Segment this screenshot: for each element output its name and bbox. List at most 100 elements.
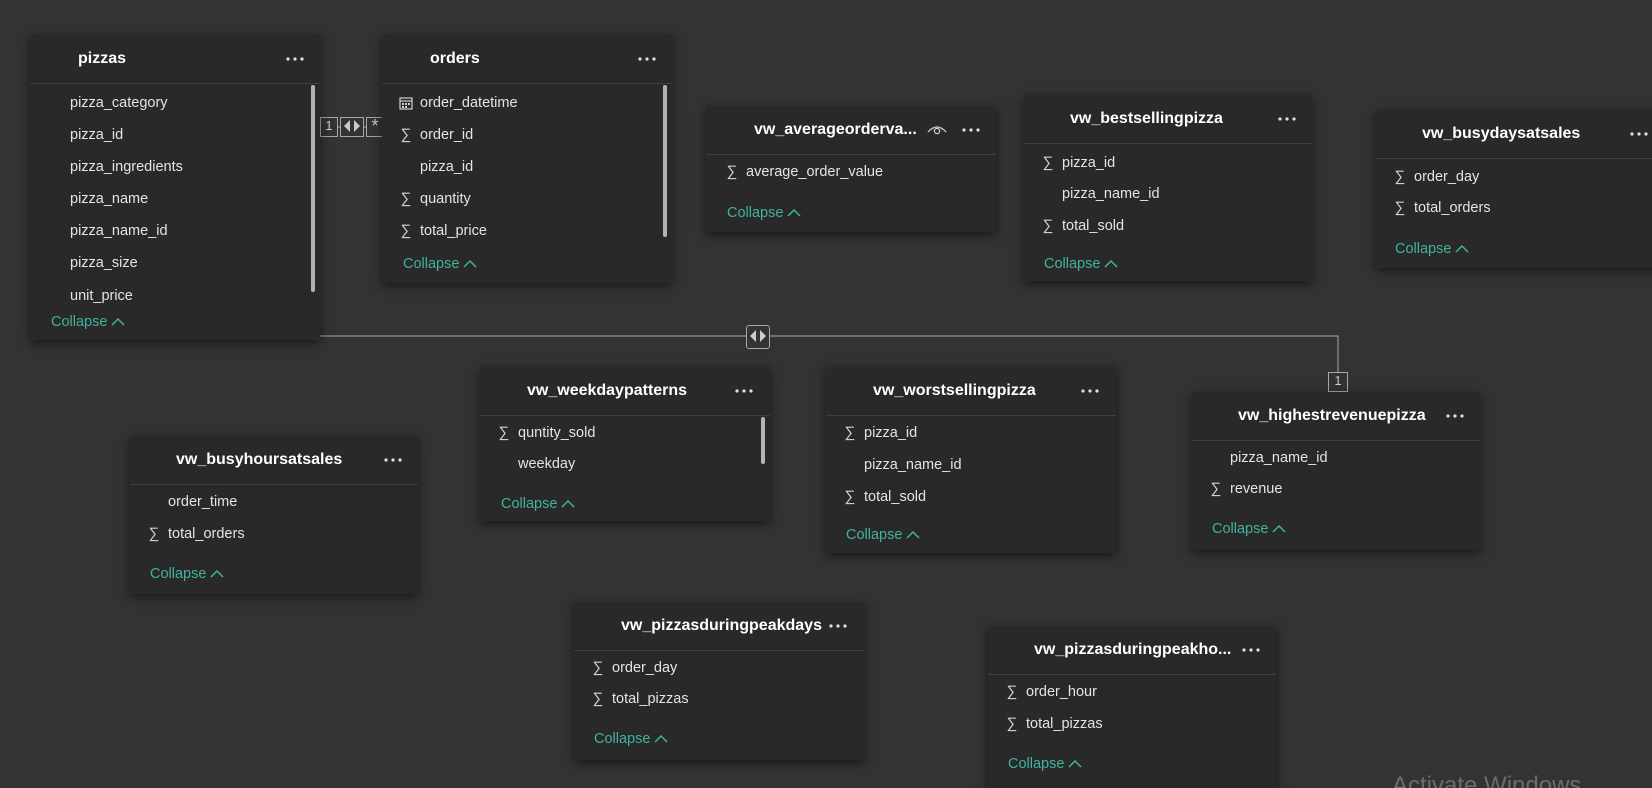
eye-icon[interactable] <box>924 118 950 142</box>
collapse-button[interactable]: Collapse <box>51 311 125 333</box>
more-options-icon[interactable] <box>958 118 984 142</box>
table-header[interactable]: vw_bestsellingpizza <box>1024 95 1312 144</box>
table-title: vw_highestrevenuepizza <box>1238 407 1426 424</box>
table-card-vw-busydaysatsales[interactable]: vw_busydaysatsales ∑ order_day ∑ total_o… <box>1376 110 1652 268</box>
collapse-button[interactable]: Collapse <box>846 524 920 546</box>
chevron-up-icon <box>1104 259 1118 268</box>
bidirectional-filter-icon[interactable] <box>340 117 364 137</box>
table-header[interactable]: vw_busydaysatsales <box>1376 110 1652 159</box>
table-header[interactable]: vw_highestrevenuepizza <box>1192 392 1480 441</box>
table-title: vw_pizzasduringpeakdays <box>621 617 822 634</box>
table-title: orders <box>430 50 480 67</box>
field-name: pizza_name <box>70 191 149 207</box>
sigma-icon: ∑ <box>1394 199 1406 216</box>
field-name: pizza_name_id <box>1062 186 1160 202</box>
collapse-label: Collapse <box>51 314 108 330</box>
collapse-button[interactable]: Collapse <box>403 253 477 275</box>
relationship-line-pizzas-highestrevenue <box>304 335 1339 372</box>
field-name: pizza_id <box>1062 155 1116 171</box>
table-header[interactable]: vw_averageorderva... <box>706 106 996 155</box>
more-options-icon[interactable] <box>1077 379 1103 403</box>
table-card-vw-busyhoursatsales[interactable]: vw_busyhoursatsales order_time ∑ total_o… <box>130 436 418 594</box>
field-name: weekday <box>518 456 576 472</box>
activate-windows-watermark: Activate Windows <box>1392 772 1582 788</box>
collapse-button[interactable]: Collapse <box>727 202 801 224</box>
table-header[interactable]: pizzas <box>30 35 320 84</box>
table-card-vw-worstsellingpizza[interactable]: vw_worstsellingpizza ∑ pizza_id pizza_na… <box>826 367 1116 553</box>
relationship-one-marker: 1 <box>320 117 338 137</box>
field-name: quntity_sold <box>518 425 596 441</box>
more-options-icon[interactable] <box>634 47 660 71</box>
table-header[interactable]: orders <box>382 35 672 84</box>
chevron-up-icon <box>787 208 801 217</box>
collapse-button[interactable]: Collapse <box>150 563 224 585</box>
field-name: pizza_name_id <box>1230 450 1328 466</box>
table-header[interactable]: vw_weekdaypatterns <box>480 367 770 416</box>
table-header[interactable]: vw_pizzasduringpeakho... <box>988 626 1276 675</box>
collapse-label: Collapse <box>1008 756 1065 772</box>
table-card-vw-pizzasduringpeakdays[interactable]: vw_pizzasduringpeakdays ∑ order_day ∑ to… <box>574 602 864 760</box>
table-card-vw-weekdaypatterns[interactable]: vw_weekdaypatterns ∑ quntity_sold weekda… <box>480 367 770 521</box>
calendar-icon <box>398 91 414 115</box>
field-name: total_orders <box>1414 200 1491 216</box>
collapse-label: Collapse <box>501 496 558 512</box>
table-title: vw_bestsellingpizza <box>1070 110 1223 127</box>
collapse-label: Collapse <box>1044 256 1101 272</box>
field-name: unit_price <box>70 288 133 304</box>
collapse-button[interactable]: Collapse <box>1008 753 1082 775</box>
table-header[interactable]: vw_pizzasduringpeakdays <box>574 602 864 651</box>
field-name: total_pizzas <box>612 691 689 707</box>
table-card-orders[interactable]: orders order_datetime ∑ order_id pizza_i… <box>382 35 672 283</box>
table-card-pizzas[interactable]: pizzas pizza_category pizza_id pizza_ing… <box>30 35 320 340</box>
more-options-icon[interactable] <box>731 379 757 403</box>
scrollbar[interactable] <box>663 85 667 237</box>
chevron-up-icon <box>1455 244 1469 253</box>
sigma-icon: ∑ <box>592 659 604 676</box>
field-name: order_id <box>420 127 474 143</box>
sigma-icon: ∑ <box>400 222 412 239</box>
more-options-icon[interactable] <box>1274 107 1300 131</box>
field-name: total_orders <box>168 526 245 542</box>
sigma-icon: ∑ <box>148 525 160 542</box>
table-card-vw-bestsellingpizza[interactable]: vw_bestsellingpizza ∑ pizza_id pizza_nam… <box>1024 95 1312 281</box>
bidirectional-filter-icon[interactable] <box>746 325 770 349</box>
scrollbar[interactable] <box>761 417 765 464</box>
scrollbar[interactable] <box>311 85 315 292</box>
field-name: pizza_ingredients <box>70 159 183 175</box>
table-title: vw_weekdaypatterns <box>527 382 688 399</box>
field-name: total_pizzas <box>1026 716 1103 732</box>
chevron-up-icon <box>1272 524 1286 533</box>
collapse-button[interactable]: Collapse <box>1044 253 1118 275</box>
more-options-icon[interactable] <box>1238 638 1264 662</box>
collapse-label: Collapse <box>1212 521 1269 537</box>
chevron-up-icon <box>463 259 477 268</box>
table-card-vw-highestrevenuepizza[interactable]: vw_highestrevenuepizza pizza_name_id ∑ r… <box>1192 392 1480 550</box>
field-name: order_time <box>168 494 238 510</box>
sigma-icon: ∑ <box>400 190 412 207</box>
collapse-button[interactable]: Collapse <box>501 493 575 515</box>
sigma-icon: ∑ <box>1006 683 1018 700</box>
field-name: pizza_id <box>420 159 474 175</box>
field-name: pizza_name_id <box>70 223 168 239</box>
sigma-icon: ∑ <box>1042 217 1054 234</box>
table-title: vw_pizzasduringpeakho... <box>1034 641 1232 658</box>
table-header[interactable]: vw_worstsellingpizza <box>826 367 1116 416</box>
field-name: pizza_name_id <box>864 457 962 473</box>
chevron-up-icon <box>111 317 125 326</box>
collapse-button[interactable]: Collapse <box>1395 238 1469 260</box>
field-name: pizza_id <box>864 425 918 441</box>
field-name: pizza_category <box>70 95 168 111</box>
field-name: order_day <box>612 660 678 676</box>
more-options-icon[interactable] <box>282 47 308 71</box>
collapse-button[interactable]: Collapse <box>594 728 668 750</box>
more-options-icon[interactable] <box>380 448 406 472</box>
more-options-icon[interactable] <box>1442 404 1468 428</box>
table-card-vw-averageordervalue[interactable]: vw_averageorderva... ∑ average_order_val… <box>706 106 996 232</box>
chevron-up-icon <box>561 499 575 508</box>
collapse-button[interactable]: Collapse <box>1212 518 1286 540</box>
table-header[interactable]: vw_busyhoursatsales <box>130 436 418 485</box>
more-options-icon[interactable] <box>825 614 851 638</box>
table-card-vw-pizzasduringpeakhours[interactable]: vw_pizzasduringpeakho... ∑ order_hour ∑ … <box>988 626 1276 788</box>
more-options-icon[interactable] <box>1626 122 1652 146</box>
